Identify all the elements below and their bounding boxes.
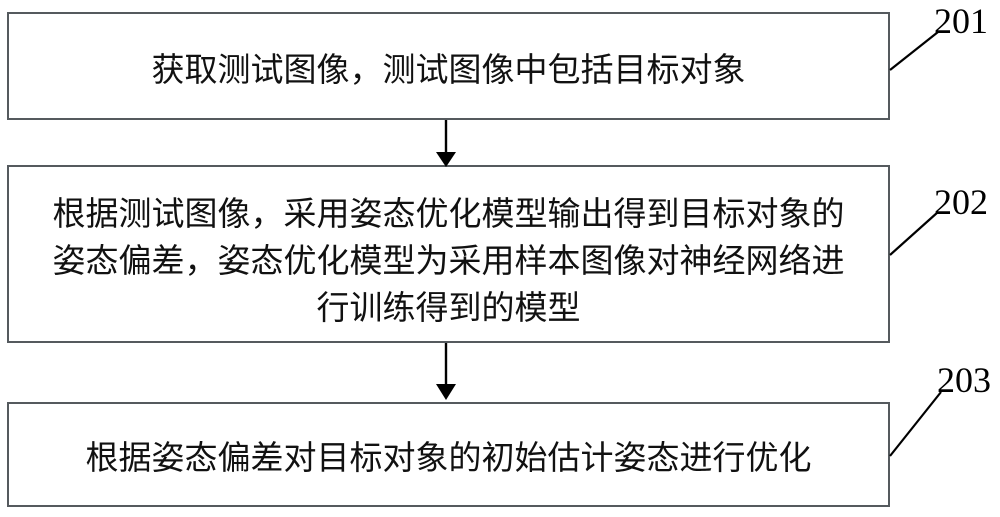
leader-line-201: [889, 31, 939, 71]
flow-box-step-202-label: 根据测试图像，采用姿态优化模型输出得到目标对象的 姿态偏差，姿态优化模型为采用样…: [52, 195, 845, 326]
flow-box-step-201-label: 获取测试图像，测试图像中包括目标对象: [151, 51, 746, 88]
leader-line-203: [889, 391, 942, 457]
connector-arrow-202-203: [436, 343, 456, 400]
connector-arrow-201-202: [436, 120, 456, 167]
flow-box-step-203-label: 根据姿态偏差对目标对象的初始估计姿态进行优化: [85, 439, 812, 476]
flow-box-step-203: 根据姿态偏差对目标对象的初始估计姿态进行优化: [7, 402, 890, 507]
flow-box-step-201: 获取测试图像，测试图像中包括目标对象: [7, 12, 890, 120]
reference-numeral-202: 202: [934, 182, 988, 222]
flow-box-step-202: 根据测试图像，采用姿态优化模型输出得到目标对象的 姿态偏差，姿态优化模型为采用样…: [7, 165, 890, 343]
leader-line-202: [889, 211, 939, 256]
reference-numeral-203: 203: [937, 360, 991, 400]
reference-numeral-201: 201: [934, 1, 988, 41]
